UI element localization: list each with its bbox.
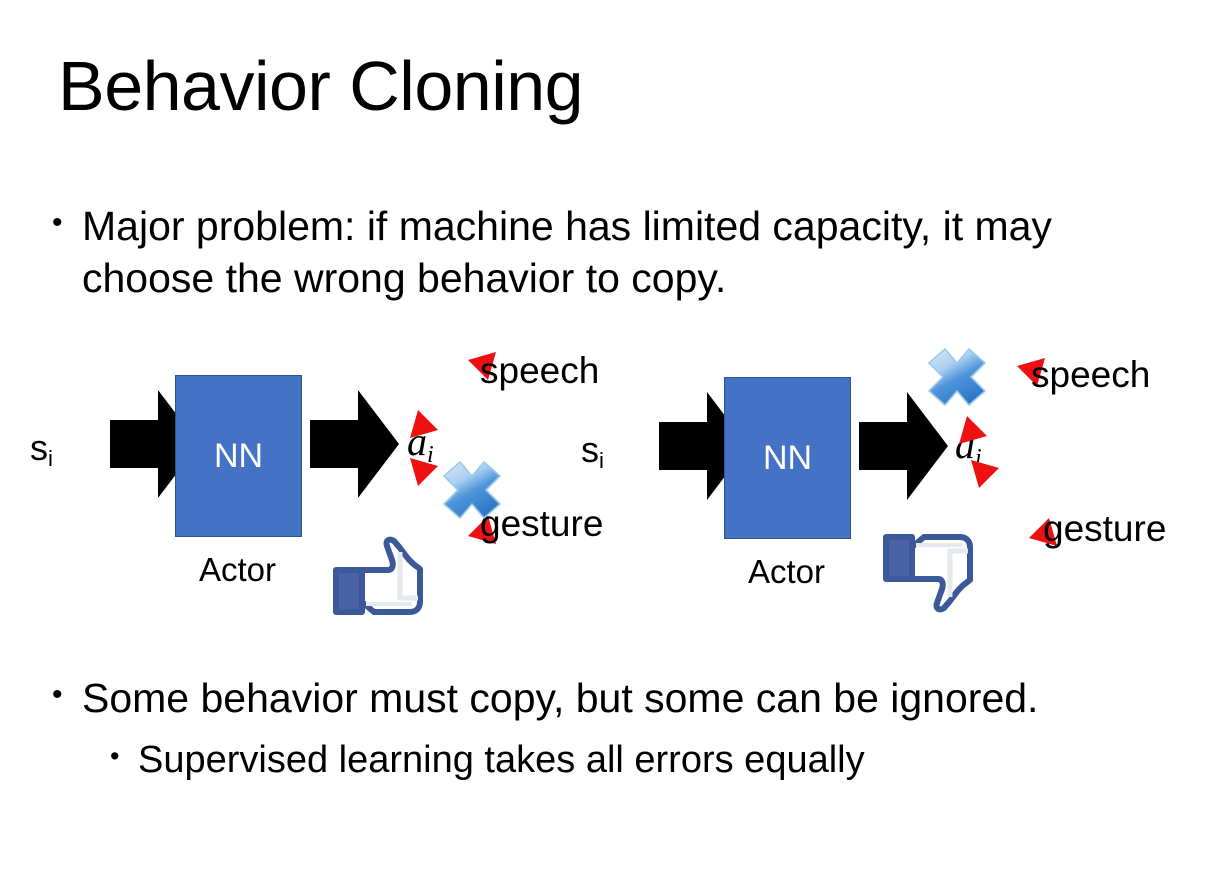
gesture-branch-arrow-left: [410, 458, 496, 544]
bullet-text: Some behavior must copy, but some can be…: [82, 675, 1039, 721]
bullet-major-problem: • Major problem: if machine has limited …: [52, 200, 1112, 304]
gesture-branch-label-right: gesture: [1043, 508, 1167, 549]
diagram-right: si NN Actor âi speech: [565, 340, 1166, 640]
bullet-marker-icon: •: [52, 206, 63, 239]
bullet-text: Major problem: if machine has limited ca…: [82, 203, 1052, 301]
nn-box-right: NN: [724, 377, 851, 539]
bullet-supervised-learning: • Supervised learning takes all errors e…: [110, 735, 1170, 785]
page-title: Behavior Cloning: [58, 47, 584, 125]
nn-box-label: NN: [213, 436, 264, 475]
nn-box-left: NN: [175, 375, 302, 537]
bullet-some-behavior: • Some behavior must copy, but some can …: [52, 672, 1172, 724]
input-state-label-left: si: [30, 427, 53, 471]
bullet-marker-icon: •: [110, 741, 120, 771]
thumbs-down-icon-right: [883, 534, 973, 613]
bullet-text: Supervised learning takes all errors equ…: [138, 739, 865, 781]
actor-caption-left: Actor: [198, 551, 277, 588]
speech-branch-label-left: speech: [480, 350, 600, 391]
bullet-marker-icon: •: [52, 678, 63, 711]
speech-branch-arrow-right: [959, 358, 1045, 444]
actor-caption-right: Actor: [747, 553, 826, 590]
cross-out-icon-speech-right: [928, 348, 986, 406]
speech-branch-label-right: speech: [1031, 354, 1151, 395]
speech-branch-arrow-left: [410, 352, 496, 438]
output-arrow-left: [310, 390, 399, 498]
gesture-branch-arrow-right: [971, 460, 1057, 546]
diagram-left: si NN Actor âi speech gesture: [18, 340, 603, 640]
cross-out-icon-gesture-left: [443, 461, 501, 519]
input-state-label-right: si: [581, 429, 604, 473]
output-arrow-right: [859, 392, 948, 500]
thumbs-up-icon-left: [333, 536, 423, 615]
nn-box-label: NN: [762, 438, 813, 477]
gesture-branch-label-left: gesture: [480, 503, 604, 544]
